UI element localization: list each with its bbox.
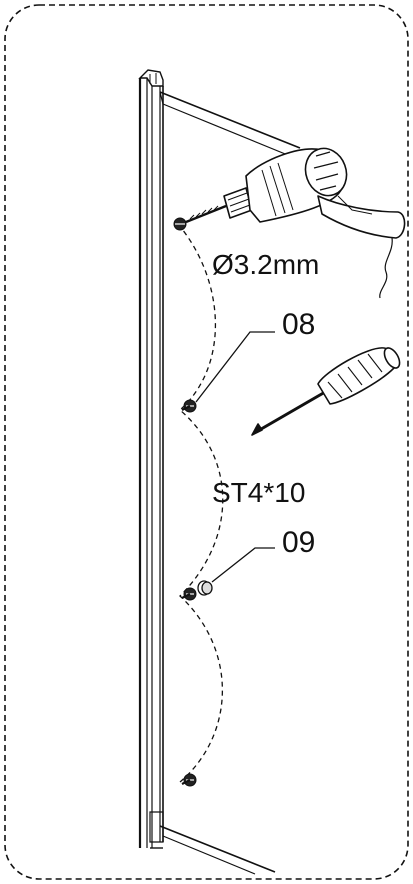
screw-icon: [181, 773, 197, 787]
screw-spec-label: ST4*10: [212, 477, 305, 508]
part-number-08: 08: [282, 308, 315, 341]
screw-icon: [181, 587, 197, 601]
power-drill-icon: [185, 147, 406, 299]
screw-icon: [173, 217, 187, 231]
leader-line-08: [195, 331, 275, 403]
part-number-09: 09: [282, 526, 315, 559]
drill-bit-size-label: Ø3.2mm: [212, 249, 319, 280]
screw-position-guide: [177, 223, 224, 783]
screwdriver-icon: [251, 347, 401, 436]
dashed-border: [4, 4, 409, 880]
leader-line-09: [211, 547, 275, 583]
door-frame-profile: [138, 69, 301, 875]
screw-cap-icon: [197, 580, 213, 596]
screw-icon: [181, 399, 197, 413]
